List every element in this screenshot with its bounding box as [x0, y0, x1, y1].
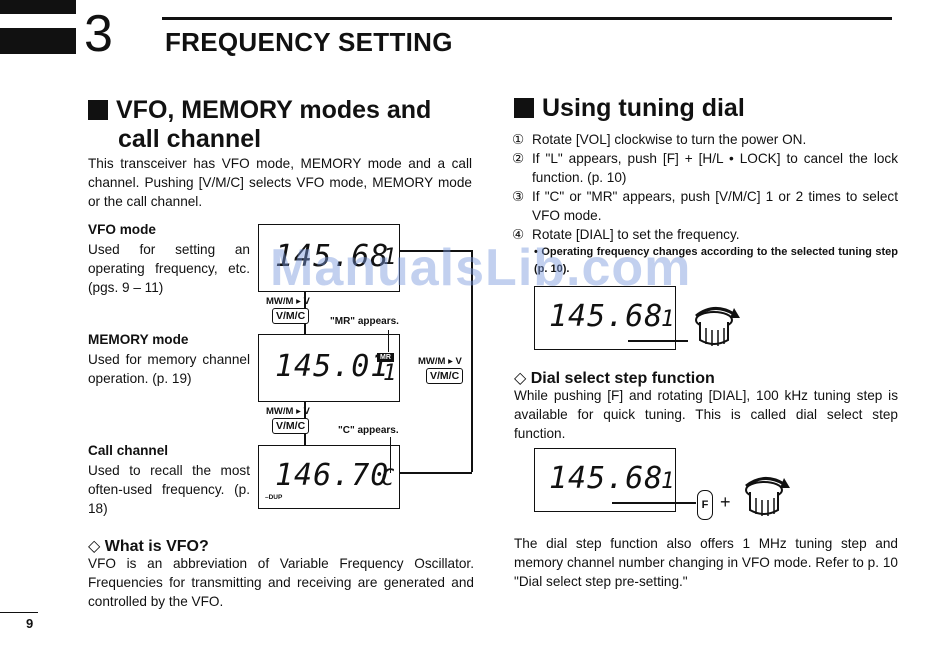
footer-rule: [0, 612, 38, 613]
chapter-tab-top: [0, 0, 76, 14]
step-1-text: Rotate [VOL] clockwise to turn the power…: [532, 132, 807, 147]
flow-return-bottom: [399, 472, 472, 474]
section-title-modes: VFO, MEMORY modes and call channel: [88, 96, 488, 154]
lcd-tuning: 145.68 1: [534, 286, 676, 350]
what-is-vfo-text: VFO is an abbreviation of Variable Frequ…: [88, 556, 474, 609]
page-number: 9: [26, 616, 34, 631]
flow-return-vertical: [471, 250, 473, 472]
f-key-leader-line: [612, 502, 696, 504]
lcd-call: 146.70 C –DUP: [258, 445, 400, 509]
mr-pointer: [388, 330, 389, 352]
lcd-call-frequency: 146.70: [275, 458, 390, 493]
key-caption-1: MW/M ▸ V: [266, 296, 310, 307]
chapter-tab: [0, 28, 76, 54]
step-4-number: ④: [512, 227, 525, 242]
lcd-dup-indicator: –DUP: [265, 494, 283, 501]
section-title-line2: call channel: [118, 125, 262, 153]
what-is-vfo-title: ◇ What is VFO?: [88, 538, 209, 555]
lcd-tuning-frequency: 145.68: [549, 299, 664, 334]
header-rule: [162, 17, 892, 20]
section-square-icon: [514, 98, 534, 118]
tuning-dial-icon[interactable]: [690, 304, 744, 354]
lcd-memory-channel: 1: [383, 361, 397, 386]
step-4-bullet: • Operating frequency changes according …: [534, 246, 898, 275]
intro-paragraph: This transceiver has VFO mode, MEMORY mo…: [88, 156, 472, 209]
step-3-text: If "C" or "MR" appears, push [V/M/C] 1 o…: [532, 189, 898, 223]
key-caption-2: MW/M ▸ V: [418, 356, 462, 367]
section-title-tuning: Using tuning dial: [514, 94, 745, 123]
lcd-vfo-channel: 1: [383, 245, 397, 270]
c-pointer: [390, 437, 391, 473]
chapter-title: FREQUENCY SETTING: [165, 27, 453, 57]
vfo-mode-text: Used for setting an operating frequency,…: [88, 242, 250, 295]
step-4: ④ Rotate [DIAL] to set the frequency.: [512, 225, 898, 244]
note-mr-appears: "MR" appears.: [330, 316, 399, 327]
section-title-line1: VFO, MEMORY modes and: [116, 96, 432, 124]
note-c-appears: "C" appears.: [338, 425, 399, 436]
lcd-vfo-frequency: 145.68: [275, 239, 390, 274]
vmc-key-1[interactable]: V/M/C: [272, 308, 310, 324]
dial-select-text: While pushing [F] and rotating [DIAL], 1…: [514, 388, 898, 441]
lcd-dial-select-frequency: 145.68: [549, 461, 664, 496]
lcd-call-channel: C: [381, 466, 395, 491]
step-1-number: ①: [512, 132, 525, 147]
call-channel-text: Used to recall the most often-used frequ…: [88, 463, 250, 516]
step-2-text: If "L" appears, push [F] + [H/L • LOCK] …: [532, 151, 898, 185]
lcd-tuning-channel: 1: [661, 307, 675, 332]
lcd-memory-frequency: 145.01: [275, 349, 390, 384]
memory-mode-title: MEMORY mode: [88, 332, 189, 347]
section-square-icon: [88, 100, 108, 120]
step-1: ① Rotate [VOL] clockwise to turn the powe…: [512, 130, 898, 149]
lcd-dial-select: 145.68 1: [534, 448, 676, 512]
key-caption-3: MW/M ▸ V: [266, 406, 310, 417]
step-3: ③ If "C" or "MR" appears, push [V/M/C] 1 …: [512, 187, 898, 225]
dial-select-title: ◇ Dial select step function: [514, 370, 715, 387]
step-4-text: Rotate [DIAL] to set the frequency.: [532, 227, 740, 242]
vmc-key-2[interactable]: V/M/C: [426, 368, 464, 384]
flow-return-top: [399, 250, 471, 252]
lcd-memory: 145.01 MR 1: [258, 334, 400, 402]
step-2: ② If "L" appears, push [F] + [H/L • LOCK]…: [512, 149, 898, 187]
dial-knob-icon[interactable]: [740, 474, 794, 524]
step-3-number: ③: [512, 189, 525, 204]
memory-mode-text: Used for memory channel operation. (p. 1…: [88, 352, 250, 386]
step-2-number: ②: [512, 151, 525, 166]
dial-leader-line: [628, 340, 688, 342]
tuning-steps: ① Rotate [VOL] clockwise to turn the powe…: [512, 130, 898, 278]
section-title-tuning-text: Using tuning dial: [542, 94, 745, 122]
mr-badge: MR: [377, 353, 394, 362]
call-channel-title: Call channel: [88, 443, 169, 458]
watermark: ManualsLib.com: [270, 239, 692, 297]
lcd-vfo: 145.68 1: [258, 224, 400, 292]
vmc-key-3[interactable]: V/M/C: [272, 418, 310, 434]
final-paragraph: The dial step function also offers 1 MHz…: [514, 536, 898, 589]
plus-sign: +: [720, 492, 731, 512]
f-key[interactable]: F: [697, 490, 713, 520]
lcd-dial-select-channel: 1: [661, 469, 675, 494]
chapter-number: 3: [84, 5, 113, 63]
vfo-mode-title: VFO mode: [88, 222, 156, 237]
